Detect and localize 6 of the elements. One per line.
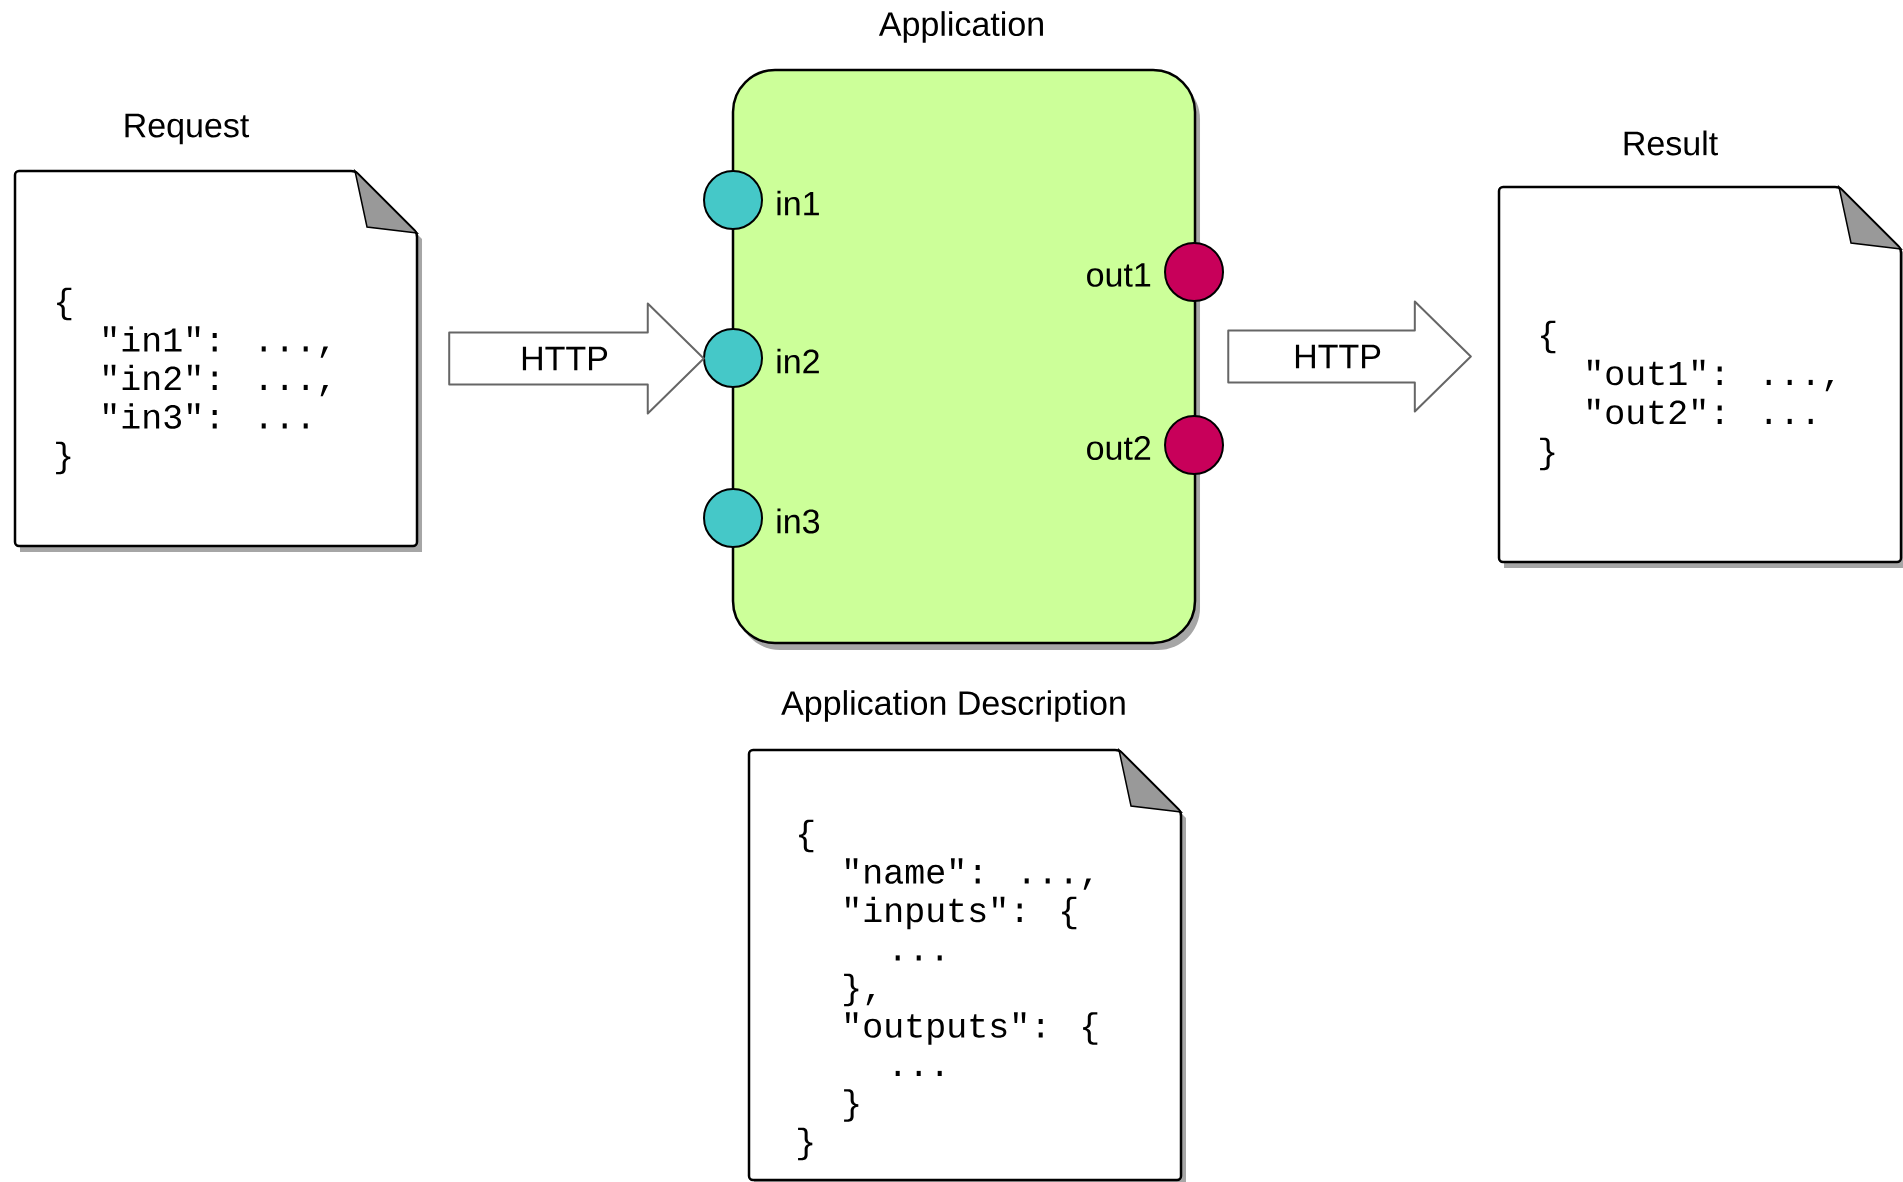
document-title: Request — [125, 113, 250, 145]
edge-label: HTTP — [519, 345, 610, 372]
edge-label: HTTP — [1292, 343, 1383, 370]
document-title: Result — [1624, 130, 1718, 156]
application-title: Application — [878, 11, 1043, 43]
document-title: Application Description — [781, 690, 1125, 722]
